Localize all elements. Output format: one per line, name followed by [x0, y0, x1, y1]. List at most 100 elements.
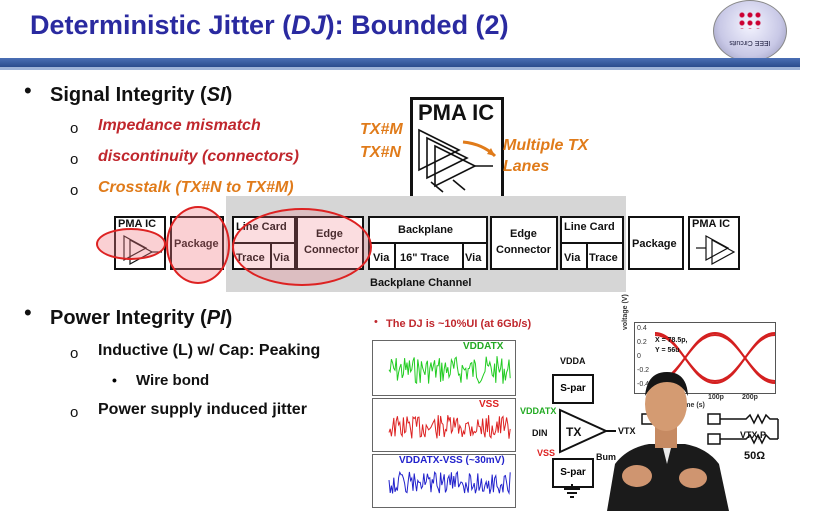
eye-tick: -0.2 — [637, 367, 650, 374]
waveform-trace — [388, 356, 511, 385]
ring-bullet-icon: o — [70, 404, 79, 421]
note-bullet-icon: • — [374, 316, 378, 328]
chain-pma-right: PMA IC — [688, 216, 740, 270]
si-item-crosstalk: Crosstalk (TX#N to TX#M) — [98, 179, 294, 196]
tx-buffer-icon — [559, 408, 616, 454]
si-heading-em: SI — [206, 84, 226, 106]
bullet-dot-icon: • — [24, 300, 32, 325]
plot-diff-label: VDDATX-VSS (~30mV) — [399, 455, 505, 466]
eye-readout-1: X = 78.5p, — [655, 337, 688, 344]
logo-text: IEEE Circuits — [729, 39, 771, 46]
chain-bp-via-1: Via — [373, 252, 390, 264]
tx-m-label: TX#M — [360, 121, 403, 138]
pma-ic-label: PMA IC — [418, 100, 495, 125]
pi-item-supply-jitter: Power supply induced jitter — [98, 401, 307, 418]
plot-vddatx: VDDATX — [372, 340, 516, 396]
eye-tick: -0.4 — [637, 381, 650, 388]
pi-item-wire-bond: Wire bond — [136, 372, 210, 389]
vtxp-label: VTX,P — [740, 430, 767, 440]
pi-heading-em: PI — [206, 307, 226, 329]
divider — [462, 242, 464, 270]
ground-icon — [564, 484, 580, 498]
chain-trace-right: Trace — [589, 252, 618, 264]
plot-vddatx-vss: VDDATX-VSS (~30mV) — [372, 454, 516, 508]
chain-edge-right-1: Edge — [510, 228, 537, 240]
ring-bullet-icon: o — [70, 345, 79, 362]
pi-heading: Power Integrity (PI) — [50, 307, 232, 330]
eye-diagram-trace — [654, 331, 776, 385]
small-bullet-icon: • — [112, 372, 117, 388]
dj-note: The DJ is ~10%UI (at 6Gb/s) — [386, 318, 532, 330]
chain-pma-left-label: PMA IC — [118, 218, 157, 230]
tx-n-label: TX#N — [360, 144, 401, 161]
eye-tick: 0.2 — [637, 339, 647, 346]
ieee-logo: IEEE Circuits — [713, 0, 787, 62]
divider — [370, 242, 486, 244]
si-heading-pre: Signal Integrity ( — [50, 84, 207, 106]
highlight-line-card-connector — [232, 208, 372, 286]
vddatx-node-label: VDDATX — [520, 406, 557, 416]
termination-resistor-icon — [707, 413, 779, 445]
title-divider-shadow — [0, 67, 800, 70]
plot-vddatx-label: VDDATX — [463, 341, 504, 352]
ring-bullet-icon: o — [70, 182, 79, 199]
tx-label: TX — [566, 425, 582, 439]
chain-line-card-right-label: Line Card — [564, 221, 615, 233]
waveform-vss — [388, 415, 511, 440]
chain-edge-right-2: Connector — [496, 244, 551, 256]
chain-via-right: Via — [564, 252, 581, 264]
backplane-channel-label: Backplane Channel — [370, 277, 472, 289]
eye-x-tick: 200p — [742, 394, 758, 401]
waveform-trace — [388, 415, 511, 440]
vss-node-label: VSS — [537, 448, 556, 458]
resistor-value-label: 50Ω — [744, 450, 766, 462]
eye-y-axis-label: voltage (V) — [622, 294, 629, 330]
pi-item-inductive: Inductive (L) w/ Cap: Peaking — [98, 342, 321, 359]
chain-bp-via-2: Via — [465, 252, 482, 264]
highlight-package — [166, 206, 230, 284]
chain-package-right-label: Package — [632, 238, 677, 250]
spar-bottom-label: S-par — [560, 467, 586, 478]
eye-trace — [654, 334, 776, 383]
divider — [394, 242, 396, 270]
divider — [586, 242, 588, 270]
title-divider — [0, 58, 800, 67]
title-emphasis: DJ — [291, 10, 326, 40]
din-label: DIN — [532, 428, 548, 438]
spar-top-label: S-par — [560, 383, 586, 394]
chain-package-right: Package — [628, 216, 684, 270]
chain-backplane-label: Backplane — [398, 224, 454, 236]
tx-driver-stack-icon — [418, 128, 497, 193]
ring-bullet-icon: o — [70, 120, 79, 137]
chain-line-card-right: Line Card Via Trace — [560, 216, 624, 270]
eye-tick: 0 — [637, 353, 641, 360]
eye-x-tick: 100p — [708, 394, 724, 401]
si-heading-post: ) — [225, 84, 233, 106]
pma-ic-diagram: PMA IC — [410, 97, 504, 203]
si-item-discontinuity: discontinuity (connectors) — [98, 148, 299, 165]
waveform-trace — [388, 470, 511, 495]
lanes-label-1: Multiple TX — [503, 137, 589, 154]
pi-heading-post: ) — [225, 307, 233, 329]
rx-receiver-icon — [696, 234, 736, 266]
plot-vss-label: VSS — [479, 399, 500, 410]
waveform-vddatx — [388, 356, 511, 385]
si-heading: Signal Integrity (SI) — [50, 84, 232, 107]
si-item-impedance: Impedance mismatch — [98, 117, 261, 134]
chain-edge-connector-right: Edge Connector — [490, 216, 558, 270]
plot-vss: VSS — [372, 398, 516, 452]
highlight-tx-output — [96, 228, 166, 260]
chain-bp-trace: 16" Trace — [400, 252, 450, 264]
vtx-label: VTX — [618, 426, 636, 436]
title-suffix: ): Bounded (2) — [325, 10, 509, 40]
bullet-dot-icon: • — [24, 78, 32, 103]
divider — [562, 242, 622, 244]
eye-readout-2: Y = 56u — [655, 347, 680, 354]
chain-backplane: Backplane Via 16" Trace Via — [368, 216, 488, 270]
title-prefix: Deterministic Jitter ( — [30, 10, 292, 40]
ring-bullet-icon: o — [70, 151, 79, 168]
vdda-label: VDDA — [560, 356, 586, 366]
bump-label: Bum — [596, 452, 616, 462]
spar-top-box: S-par — [552, 374, 594, 404]
lanes-label-2: Lanes — [503, 158, 550, 175]
